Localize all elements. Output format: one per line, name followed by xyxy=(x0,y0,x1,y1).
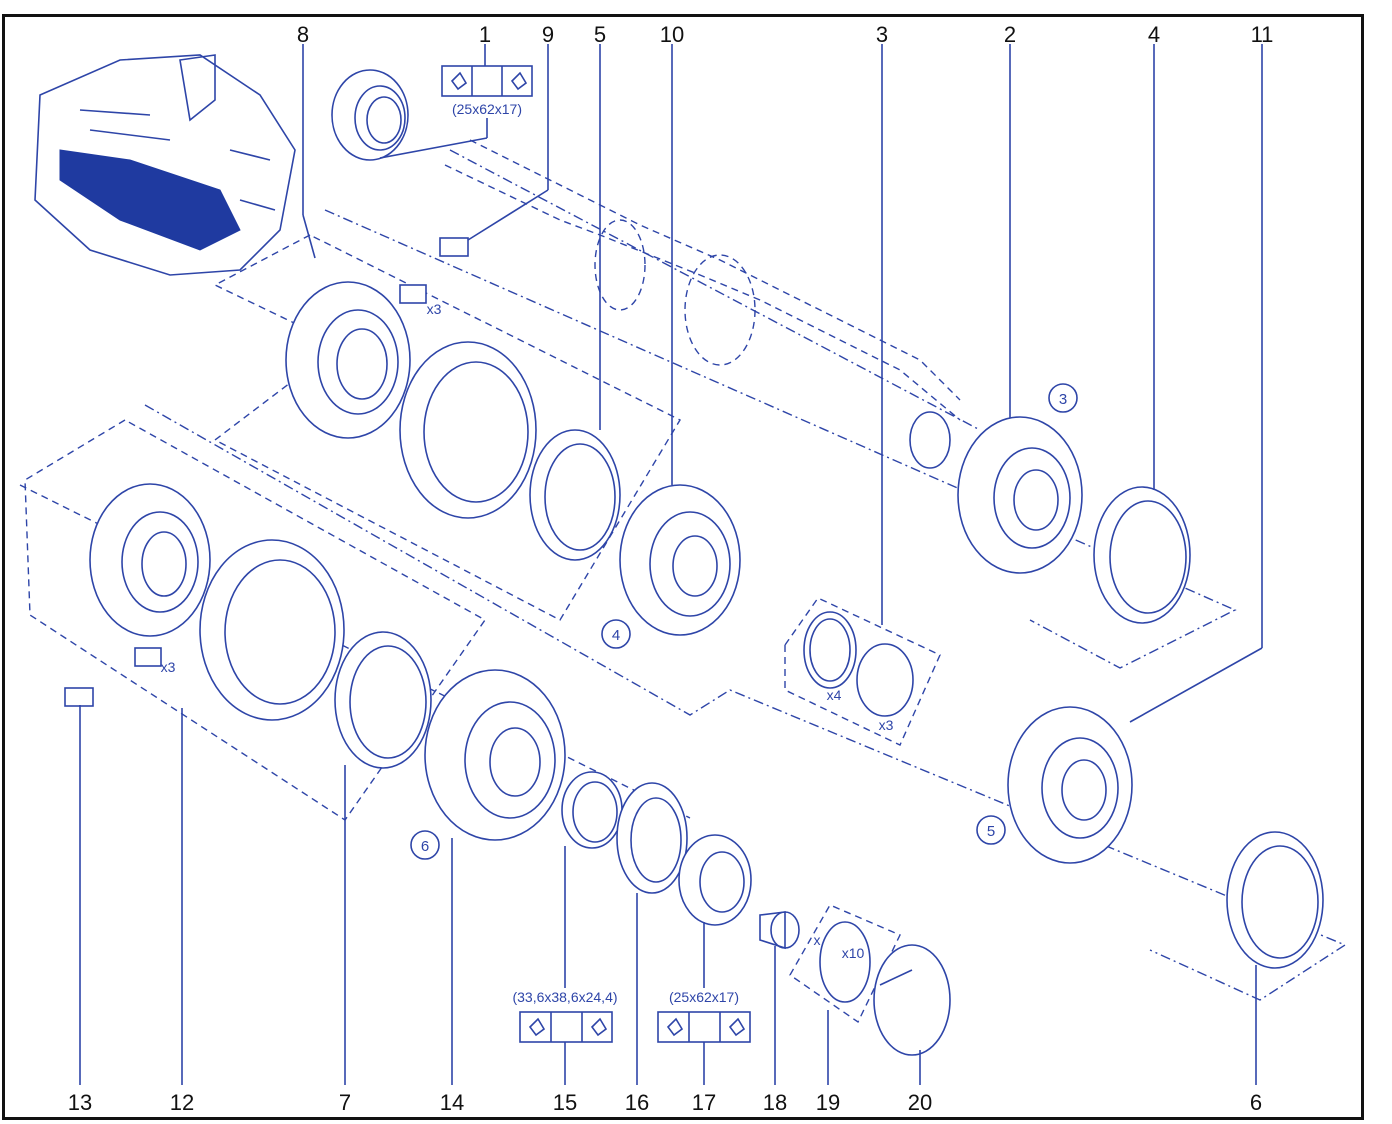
thrust-washer xyxy=(616,782,688,894)
bearing-bottom xyxy=(678,834,752,926)
gear-5 xyxy=(1007,706,1133,864)
cover-plate xyxy=(873,944,951,1056)
spec-box-1: (25x62x17) xyxy=(441,65,533,117)
spec-label-needle: (33,6x38,6x24,4) xyxy=(512,989,617,1005)
shim-group: x10 x xyxy=(789,904,901,1024)
keys-upper: x3 xyxy=(399,284,442,317)
svg-text:6: 6 xyxy=(421,838,429,855)
qty-circlip-b: x3 xyxy=(879,717,894,733)
rank-6: 6 xyxy=(410,830,440,860)
callout-7: 7 xyxy=(339,1090,351,1115)
rank-4: 4 xyxy=(601,619,631,649)
synchro-ring-6 xyxy=(1226,831,1324,969)
callout-10: 10 xyxy=(660,22,684,47)
gear-6 xyxy=(424,669,566,841)
callout-6: 6 xyxy=(1250,1090,1262,1115)
upper-sync-sleeve xyxy=(399,341,537,519)
qty-circlip-a: x4 xyxy=(827,687,842,703)
key-13 xyxy=(64,687,94,707)
svg-text:4: 4 xyxy=(612,627,620,644)
spec-label-bearing-top: (25x62x17) xyxy=(452,101,522,117)
callout-16: 16 xyxy=(625,1090,649,1115)
callout-17: 17 xyxy=(692,1090,716,1115)
circlip-group: x4 x3 xyxy=(784,597,941,746)
callout-8: 8 xyxy=(297,22,309,47)
upper-sync-hub xyxy=(285,281,411,439)
synchro-ring-7 xyxy=(334,631,432,769)
leader-lines xyxy=(79,44,1263,1085)
callout-15: 15 xyxy=(553,1090,577,1115)
callout-9: 9 xyxy=(542,22,554,47)
callout-18: 18 xyxy=(763,1090,787,1115)
svg-text:3: 3 xyxy=(1059,391,1067,408)
callout-14: 14 xyxy=(440,1090,464,1115)
callout-19: 19 xyxy=(816,1090,840,1115)
upper-sync-group xyxy=(213,209,1237,669)
x-mark: x xyxy=(814,932,821,948)
qty-shims: x10 xyxy=(842,945,865,961)
synchro-ring-5 xyxy=(529,429,621,561)
synchro-ring-4 xyxy=(1093,486,1191,624)
rank-3: 3 xyxy=(1048,383,1078,413)
callout-3: 3 xyxy=(876,22,888,47)
callout-4: 4 xyxy=(1148,22,1160,47)
callout-1: 1 xyxy=(479,22,491,47)
bearing-top xyxy=(331,69,409,161)
main-shaft xyxy=(444,139,981,469)
diagram-frame xyxy=(2,14,1364,1120)
bolt xyxy=(759,911,800,950)
needle-bearing xyxy=(561,771,623,849)
rank-5: 5 xyxy=(976,815,1006,845)
gear-3 xyxy=(957,416,1083,574)
keys-lower: x3 xyxy=(134,647,176,675)
callout-12: 12 xyxy=(170,1090,194,1115)
svg-text:5: 5 xyxy=(987,823,995,840)
spec-label-bearing-bottom: (25x62x17) xyxy=(669,989,739,1005)
callout-20: 20 xyxy=(908,1090,932,1115)
lower-sync-hub xyxy=(89,483,211,637)
gearbox-thumbnail xyxy=(34,54,296,276)
spec-box-17: (25x62x17) xyxy=(657,989,751,1043)
callout-11: 11 xyxy=(1251,22,1274,47)
gear-4 xyxy=(619,484,741,636)
qty-keys-upper: x3 xyxy=(427,301,442,317)
callout-2: 2 xyxy=(1004,22,1016,47)
key-9 xyxy=(439,237,469,257)
callout-13: 13 xyxy=(68,1090,92,1115)
qty-keys-lower: x3 xyxy=(161,659,176,675)
lower-sync-sleeve xyxy=(199,539,345,721)
callout-5: 5 xyxy=(594,22,606,47)
spec-box-15: (33,6x38,6x24,4) xyxy=(512,989,618,1043)
